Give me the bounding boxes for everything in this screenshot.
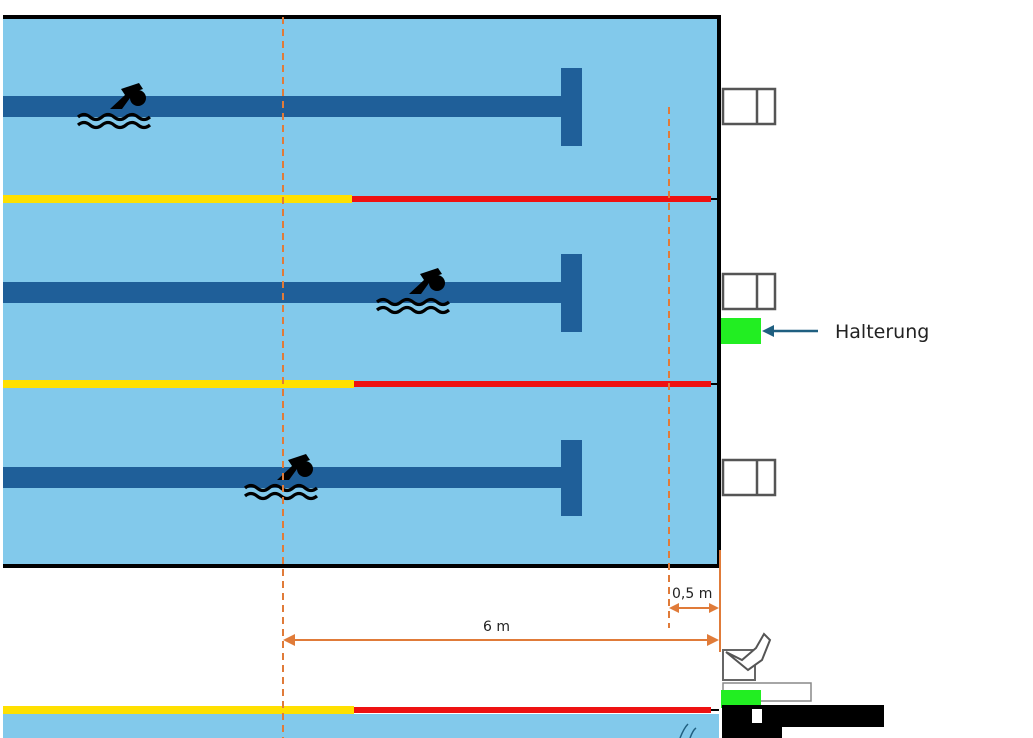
starting-block-icon bbox=[721, 458, 777, 497]
lane-rope-1 bbox=[3, 195, 719, 203]
mount-label: Halterung bbox=[835, 321, 929, 343]
dimension-05m bbox=[669, 603, 719, 613]
starting-block-icon bbox=[721, 272, 777, 311]
lane-rope-2 bbox=[3, 380, 719, 388]
arrow-left-icon bbox=[762, 325, 818, 337]
pool-water-next bbox=[3, 714, 719, 738]
lane-rope-3 bbox=[3, 706, 719, 714]
water-ripple-icon bbox=[679, 723, 697, 738]
dimension-6m bbox=[283, 634, 719, 646]
camera-icon bbox=[721, 632, 884, 738]
mount-bracket bbox=[721, 318, 761, 344]
starting-block-icon bbox=[721, 87, 777, 126]
dimension-6m-label: 6 m bbox=[483, 619, 510, 635]
dimension-05m-label: 0,5 m bbox=[672, 586, 712, 602]
